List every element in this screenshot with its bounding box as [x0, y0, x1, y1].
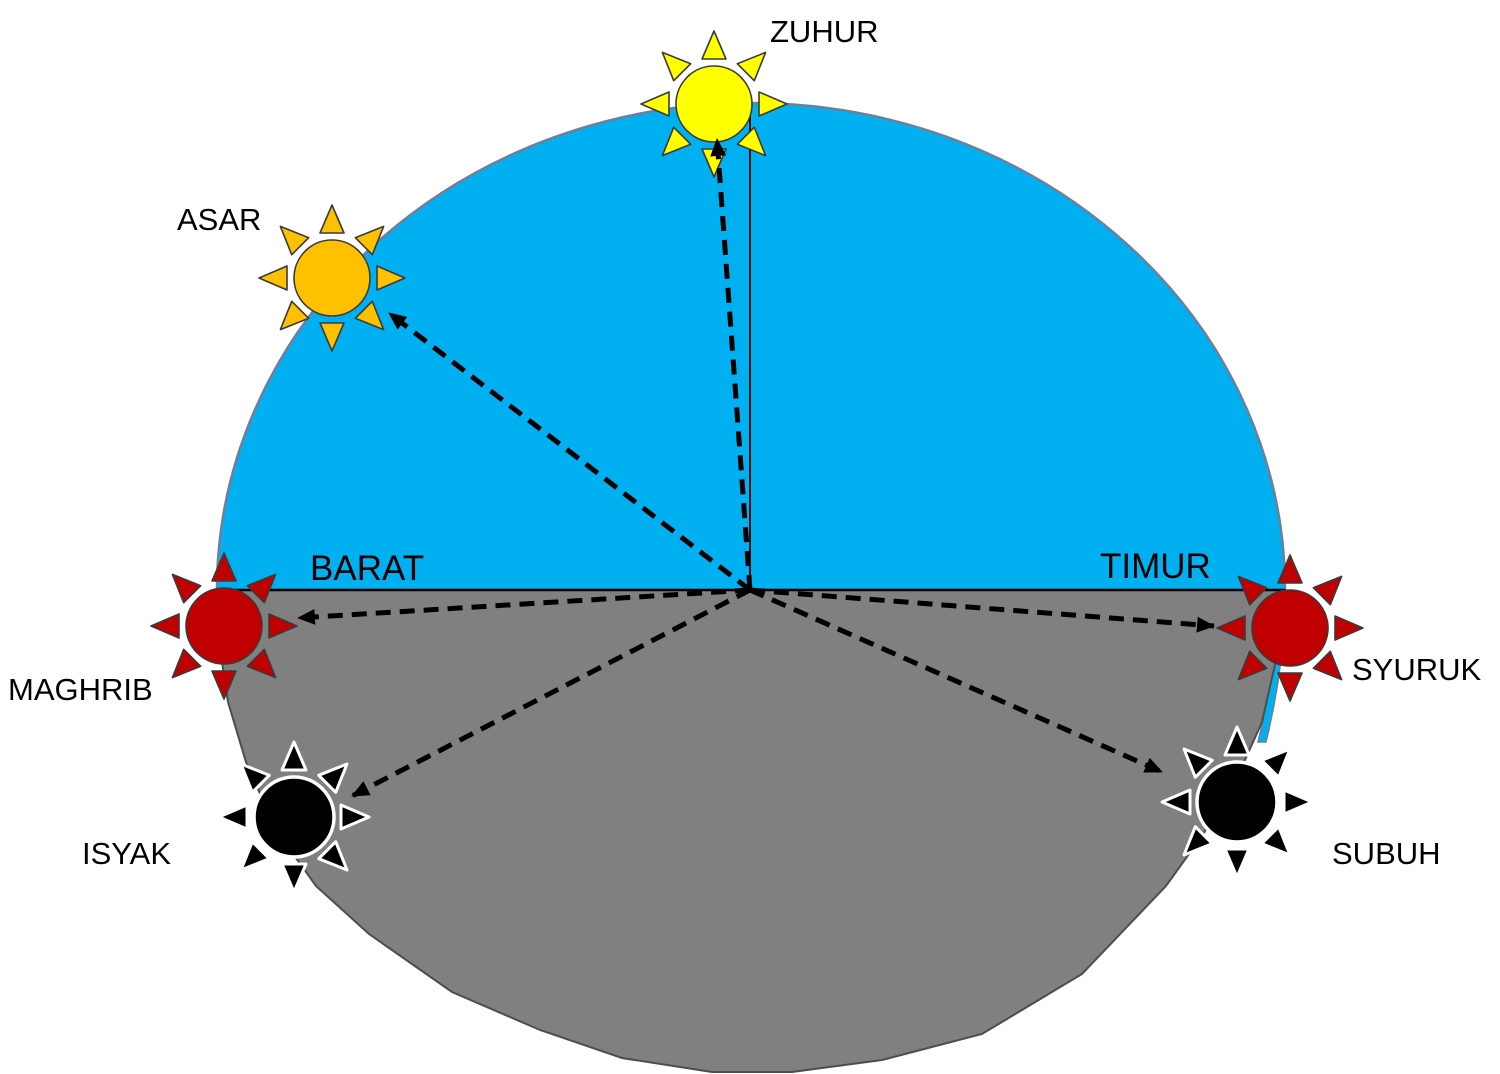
asar-label: ASAR [177, 202, 261, 237]
asar-sun-ray [258, 265, 288, 291]
syuruk-sun-icon [1216, 554, 1364, 702]
isyak-sun-ray [239, 840, 271, 872]
syuruk-sun-ray [1277, 672, 1303, 702]
subuh-sun-ray [1182, 747, 1214, 779]
zuhur-sun-ray [661, 51, 692, 82]
syuruk-sun-ray [1277, 554, 1303, 584]
isyak-sun-ray [239, 762, 271, 794]
isyak-sun-ray [339, 803, 371, 831]
asar-sun-ray [354, 225, 385, 256]
maghrib-sun-ray [171, 648, 202, 679]
syuruk-sun-ray [1312, 575, 1343, 606]
syuruk-sun-ray [1334, 615, 1364, 641]
syuruk-sun-ray [1237, 575, 1268, 606]
syuruk-sun-ray [1216, 615, 1246, 641]
isyak-sun-disc [252, 775, 336, 859]
asar-sun-ray [376, 265, 406, 291]
syuruk-sun-ray [1237, 650, 1268, 681]
isyak-sun-ray [280, 740, 308, 772]
subuh-sun-ray [1260, 825, 1292, 857]
arrow-to-syuruk [749, 587, 1215, 633]
isyak-sun-ray [217, 803, 249, 831]
maghrib-sun-ray [268, 613, 298, 639]
asar-sun-icon [258, 204, 406, 352]
subuh-sun-ray [1160, 788, 1192, 816]
arrow-to-asar [387, 311, 752, 592]
asar-sun-ray [279, 225, 310, 256]
asar-sun-ray [319, 322, 345, 352]
subuh-sun-icon [1160, 725, 1314, 879]
maghrib-sun-ray [171, 573, 202, 604]
zuhur-sun-ray [661, 126, 692, 157]
zuhur-sun-ray [640, 91, 670, 117]
syuruk-sun-ray [1312, 650, 1343, 681]
maghrib-sun-icon [150, 552, 298, 700]
west-label: BARAT [310, 549, 424, 588]
zuhur-sun-icon [640, 30, 788, 178]
maghrib-sun-ray [246, 648, 277, 679]
subuh-sun-ray [1282, 788, 1314, 816]
asar-sun-ray [279, 300, 310, 331]
maghrib-sun-ray [150, 613, 180, 639]
zuhur-sun-ray [758, 91, 788, 117]
zuhur-sun-ray [736, 51, 767, 82]
subuh-sun-ray [1260, 747, 1292, 779]
asar-sun-disc [293, 239, 371, 317]
isyak-label: ISYAK [82, 836, 171, 871]
isyak-sun-ray [317, 840, 349, 872]
maghrib-sun-ray [211, 670, 237, 700]
east-label: TIMUR [1100, 547, 1211, 586]
subuh-label: SUBUH [1332, 836, 1441, 871]
zuhur-sun-disc [675, 65, 753, 143]
asar-sun-ray [319, 204, 345, 234]
arrow-to-isyak [350, 587, 752, 799]
syuruk-sun-disc [1251, 589, 1329, 667]
maghrib-label: MAGHRIB [8, 672, 153, 707]
maghrib-sun-ray [246, 573, 277, 604]
subuh-sun-ray [1223, 847, 1251, 879]
asar-sun-ray [354, 300, 385, 331]
maghrib-sun-ray [211, 552, 237, 582]
arrow-to-subuh [748, 587, 1164, 775]
isyak-sun-ray [317, 762, 349, 794]
isyak-sun-icon [217, 740, 371, 894]
isyak-sun-ray [280, 862, 308, 894]
subuh-sun-ray [1223, 725, 1251, 757]
zuhur-label: ZUHUR [770, 14, 879, 49]
ground-region [215, 589, 1287, 1073]
subuh-sun-disc [1195, 760, 1279, 844]
zuhur-sun-ray [736, 126, 767, 157]
arrow-to-maghrib [297, 587, 751, 625]
arrow-to-zuhur [710, 138, 753, 591]
sky-region [215, 101, 1287, 592]
subuh-sun-ray [1182, 825, 1214, 857]
syuruk-label: SYURUK [1352, 652, 1482, 687]
maghrib-sun-disc [185, 587, 263, 665]
zuhur-sun-ray [701, 30, 727, 60]
